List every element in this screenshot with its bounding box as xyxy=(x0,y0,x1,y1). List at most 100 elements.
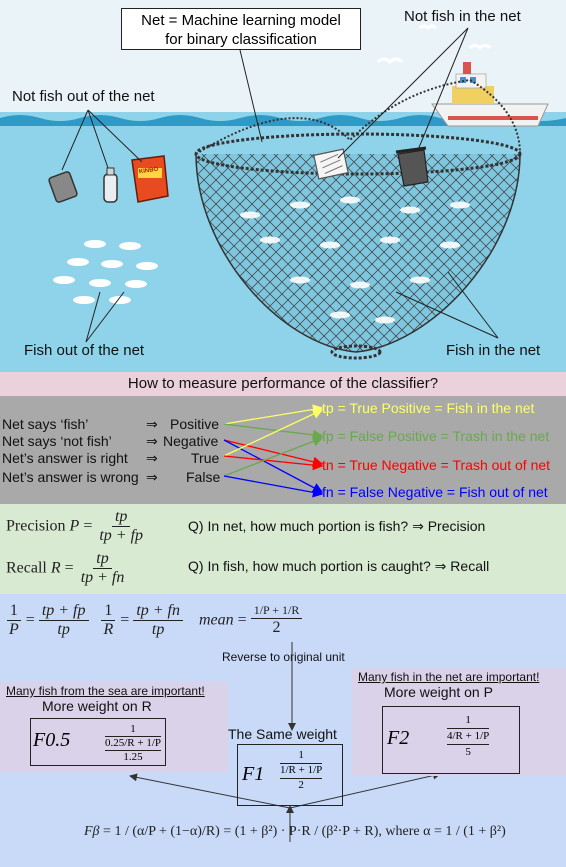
def-text: Net says ‘fish’ xyxy=(2,416,89,432)
f1-box: F1 1 1/R + 1/P 2 xyxy=(237,744,343,806)
bird-icon xyxy=(468,44,492,51)
def-arrow: ⇒ xyxy=(146,416,158,432)
bird-icon xyxy=(418,24,438,31)
f-links xyxy=(129,642,441,842)
measure-title: How to measure performance of the classi… xyxy=(0,372,566,396)
recall-question: Q) In fish, how much portion is caught? … xyxy=(188,558,490,574)
precision-word: Precision xyxy=(6,517,66,535)
def-fn: fn = False Negative = Fish out of net xyxy=(322,484,548,500)
mean-num: 1/P + 1/R xyxy=(250,603,303,620)
f1-inner-den: 2 xyxy=(298,778,304,791)
inv-r-rhs-den: tp xyxy=(151,621,165,639)
general-where: where α = 1 / (1 + β²) xyxy=(385,824,506,839)
bird-icon xyxy=(376,57,404,65)
def-arrow: ⇒ xyxy=(146,469,158,485)
def-fp: fp = False Positive = Trash in the net xyxy=(322,428,550,444)
mean-fraction: 1/P + 1/R 2 xyxy=(250,603,303,637)
callout-arrows xyxy=(61,27,499,343)
def-value-negative: Negative xyxy=(163,433,219,449)
f05-num: 1 xyxy=(105,723,162,738)
reciprocal-formulas: 1 P = tp + fp tp 1 R = tp + fn tp mean =… xyxy=(6,602,303,640)
f1-heading: The Same weight xyxy=(228,726,337,742)
def-text: Net’s answer is wrong xyxy=(2,469,139,485)
f05-heading: Many fish from the sea are important! xyxy=(6,684,205,698)
mean-word: mean xyxy=(199,611,234,629)
inv-p-num: 1 xyxy=(6,602,21,622)
inv-p-rhs-den: tp xyxy=(57,621,70,639)
precision-formula: Precision P = tp tp + fp xyxy=(6,508,146,546)
precision-symbol: P xyxy=(69,517,80,535)
definition-links xyxy=(223,404,324,498)
f05-weight: More weight on R xyxy=(42,698,152,714)
not-fish-out-net-label: Not fish out of the net xyxy=(12,88,155,105)
precision-fraction: tp tp + fp xyxy=(96,508,146,546)
precision-denominator: tp + fp xyxy=(99,527,144,545)
bottle-icon xyxy=(103,167,118,203)
net-bottom-ring xyxy=(330,344,382,360)
trash-bin-icon xyxy=(395,146,429,187)
def-value-true: True xyxy=(191,450,220,466)
mean-den: 2 xyxy=(272,619,281,637)
def-text: Net’s answer is right xyxy=(2,450,128,466)
scene-graphic xyxy=(0,0,566,372)
inv-r: 1 R xyxy=(101,602,117,640)
f1-num: 1 xyxy=(280,749,323,764)
def-row-true: Net’s answer is right xyxy=(2,450,128,466)
f05-inner-den: 1.25 xyxy=(123,751,143,764)
def-row-false: Net’s answer is wrong xyxy=(2,469,139,485)
f2-panel: Many fish in the net are important! More… xyxy=(352,668,566,776)
precision-numerator: tp xyxy=(111,508,131,528)
recall-fraction: tp tp + fn xyxy=(78,550,128,588)
f2-inner-den: 5 xyxy=(465,745,471,758)
fishing-scene: Net = Machine learning model for binary … xyxy=(0,0,566,372)
precision-question: Q) In net, how much portion is fish? ⇒ P… xyxy=(188,518,486,534)
f1-fraction: 1 1/R + 1/P 2 xyxy=(280,749,323,792)
fish-in-net-group xyxy=(240,196,470,324)
f1-label: F1 xyxy=(242,763,265,785)
inv-p-rhs-num: tp + fp xyxy=(38,602,89,622)
inv-r-den: R xyxy=(103,621,114,639)
recall-symbol: R xyxy=(50,559,61,577)
def-row-negative: Net says ‘not fish’ xyxy=(2,433,112,449)
def-text: Net says ‘not fish’ xyxy=(2,433,112,449)
f2-box: F2 1 4/R + 1/P 5 xyxy=(382,706,520,774)
f2-num: 1 xyxy=(447,713,490,729)
recall-numerator: tp xyxy=(93,550,112,570)
inv-p-den: P xyxy=(9,621,19,639)
net-model-label: Net = Machine learning model for binary … xyxy=(121,8,361,50)
recall-denominator: tp + fn xyxy=(80,569,125,587)
snack-bag-icon xyxy=(131,155,169,203)
f2-fraction: 1 4/R + 1/P 5 xyxy=(447,713,490,760)
fish-out-net-label: Fish out of the net xyxy=(24,342,145,359)
f2-label: F2 xyxy=(387,727,410,749)
reverse-note: Reverse to original unit xyxy=(222,650,345,664)
def-row-positive: Net says ‘fish’ xyxy=(2,416,88,432)
def-tp: tp = True Positive = Fish in the net xyxy=(322,400,535,416)
general-part1: 1 / (α/P + (1−α)/R) xyxy=(114,824,220,839)
net-model-line1: Net = Machine learning model xyxy=(141,12,341,29)
f05-fraction: 1 0.25/R + 1/P 1.25 xyxy=(105,723,162,765)
net-rim xyxy=(194,132,522,176)
definitions-panel: Net says ‘fish’ ⇒ Positive Net says ‘not… xyxy=(0,396,566,504)
general-f-formula: Fβ = 1 / (α/P + (1−α)/R) = (1 + β²) · P·… xyxy=(84,824,506,839)
f05-panel: Many fish from the sea are important! Mo… xyxy=(0,682,228,772)
fish-in-net-label: Fish in the net xyxy=(446,342,541,359)
f2-heading: Many fish in the net are important! xyxy=(358,670,540,684)
inv-r-rhs: tp + fn tp xyxy=(133,602,183,640)
def-tn: tn = True Negative = Trash out of net xyxy=(322,457,551,473)
f-score-panel: 1 P = tp + fp tp 1 R = tp + fn tp mean =… xyxy=(0,594,566,867)
can-icon xyxy=(48,171,78,203)
fish-out-net-group xyxy=(53,240,158,304)
def-value-positive: Positive xyxy=(170,416,220,432)
inv-p-rhs: tp + fp tp xyxy=(38,602,89,640)
recall-word: Recall xyxy=(6,559,47,577)
inv-r-rhs-num: tp + fn xyxy=(133,602,183,622)
inv-p: 1 P xyxy=(6,602,22,640)
f05-box: F0.5 1 0.25/R + 1/P 1.25 xyxy=(30,718,166,766)
f1-inner-num: 1/R + 1/P xyxy=(280,764,323,779)
waves xyxy=(0,115,566,126)
net-model-line2: for binary classification xyxy=(165,31,317,48)
precision-recall-panel: Precision P = tp tp + fp Q) In net, how … xyxy=(0,504,566,594)
inv-r-num: 1 xyxy=(101,602,116,622)
not-fish-in-net-label: Not fish in the net xyxy=(404,8,521,25)
